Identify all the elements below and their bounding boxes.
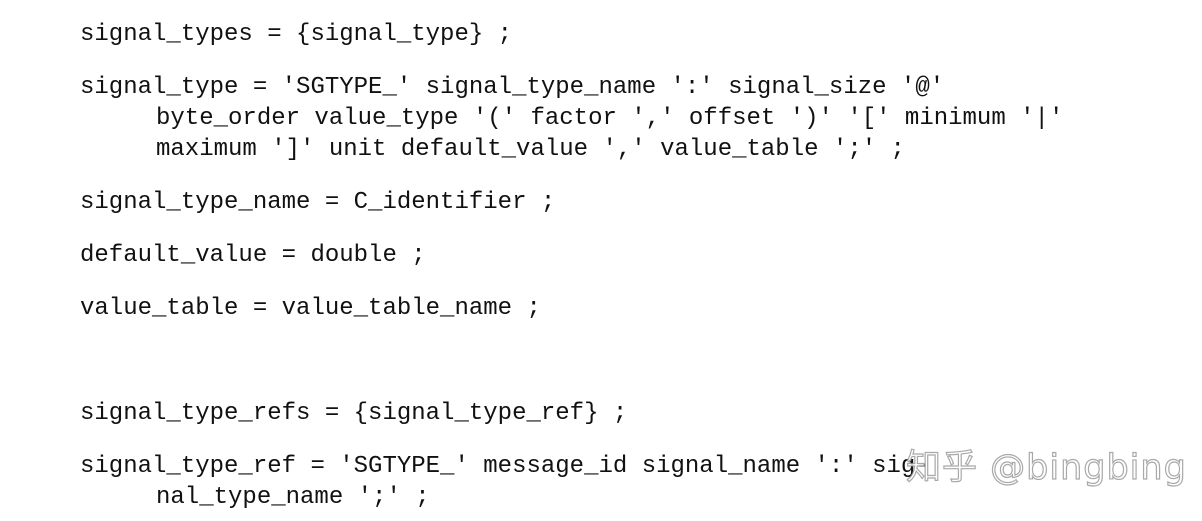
rule-signal-type-cont-2: maximum ']' unit default_value ',' value… [156,136,905,163]
rule-signal-type-ref-cont: nal_type_name ';' ; [156,484,430,511]
zhihu-watermark: 知乎 @bingbing [905,447,1187,488]
rule-signal-type-refs: signal_type_refs = {signal_type_ref} ; [80,400,628,427]
rule-value-table: value_table = value_table_name ; [80,295,541,322]
rule-signal-types: signal_types = {signal_type} ; [80,21,513,48]
rule-signal-type: signal_type = 'SGTYPE_' signal_type_name… [80,74,945,101]
rule-signal-type-cont-1: byte_order value_type '(' factor ',' off… [156,105,1064,132]
rule-signal-type-name: signal_type_name = C_identifier ; [80,189,556,216]
rule-signal-type-ref: signal_type_ref = 'SGTYPE_' message_id s… [80,453,930,480]
rule-default-value: default_value = double ; [80,242,426,269]
